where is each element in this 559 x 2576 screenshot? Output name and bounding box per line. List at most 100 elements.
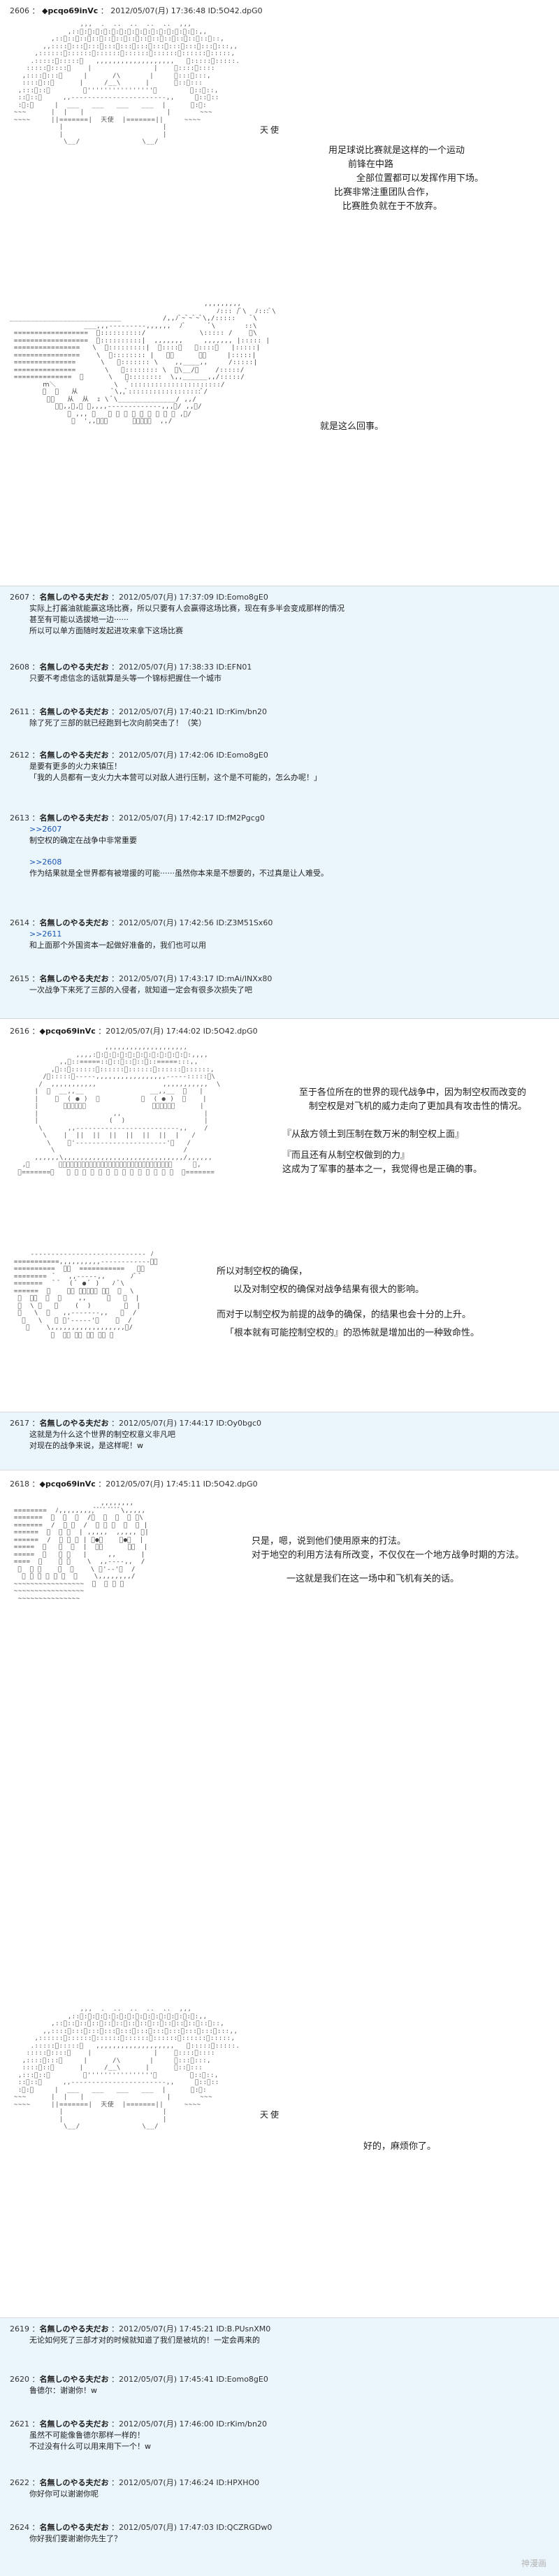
caption-line: 就是这么回事。: [320, 421, 384, 432]
ascii-art-character-4: ---------------------------- ﾉ =========…: [13, 1251, 159, 1339]
caption-line: 比赛胜负就在于不放弃。: [342, 201, 443, 212]
post-number: 2620: [10, 2375, 29, 2384]
poster-name: 名無しのやる夫だお: [39, 2478, 109, 2487]
post-id: ID:EFN01: [216, 663, 252, 672]
post-header: 2619 ：名無しのやる夫だお ：2012/05/07(月) 17:45:21 …: [10, 2324, 271, 2333]
post-line: 只要不考虑信念的话就算是头等一个锦标把握住一个城市: [29, 673, 222, 683]
caption-4c: 这成为了军事的基本之一，我觉得也是正确的事。: [282, 1164, 483, 1175]
post-date: 2012/05/07(月) 17:45:11: [106, 1479, 201, 1489]
post-header: 2624 ：名無しのやる夫だお ：2012/05/07(月) 17:47:03 …: [10, 2523, 273, 2532]
post-date: 2012/05/07(月) 17:44:02: [106, 1027, 201, 1036]
poster-name: 名無しのやる夫だお: [39, 663, 109, 672]
poster-name: 名無しのやる夫だお: [39, 593, 109, 602]
post-number: 2616: [10, 1027, 29, 1036]
caption-line: 而对于以制空权为前提的战争的确保，的结果也会十分的上升。: [217, 1310, 472, 1320]
post-body: 是要有更多的火力来镇压！「我的人员都有一支火力大本营可以对敌人进行压制，这个是不…: [10, 761, 552, 783]
post-body: 这就是为什么这个世界的制空权意义非凡吧对现在的战争来说，是这样呢！w: [10, 1429, 552, 1452]
post-number: 2622: [10, 2478, 29, 2487]
post-line: 「我的人员都有一支火力大本营可以对敌人进行压制，这个是不可能的，怎么办呢！」: [29, 772, 321, 782]
post-date: 2012/05/07(月) 17:36:48: [110, 6, 206, 15]
post-header: 2616 ：◆pcqo69inVc ：2012/05/07(月) 17:44:0…: [10, 1027, 258, 1036]
post-header: 2618 ：◆pcqo69inVc ：2012/05/07(月) 17:45:1…: [10, 1479, 258, 1489]
post-date: 2012/05/07(月) 17:46:00: [119, 2419, 214, 2429]
post-header: 2617 ：名無しのやる夫だお ：2012/05/07(月) 17:44:17 …: [10, 1419, 261, 1428]
post-date: 2012/05/07(月) 17:44:17: [119, 1419, 214, 1428]
reply-link[interactable]: >>2611: [29, 929, 62, 939]
post-2621: 2621 ：名無しのやる夫だお ：2012/05/07(月) 17:46:00 …: [0, 2413, 559, 2472]
post-2616: 2616 ：◆pcqo69inVc ：2012/05/07(月) 17:44:0…: [0, 1020, 559, 1048]
post-header: 2611 ：名無しのやる夫だお ：2012/05/07(月) 17:40:21 …: [10, 707, 267, 716]
caption-4a: 『从敌方领土到压制在数万米的制空权上面』: [282, 1129, 465, 1140]
caption-line: 前锋在中路: [348, 159, 394, 170]
poster-name: ◆pcqo69inVc: [39, 1479, 96, 1489]
post-line: 所以可以单方面随时发起进攻来拿下这场比赛: [29, 625, 183, 635]
post-date: 2012/05/07(月) 17:46:24: [119, 2478, 214, 2487]
post-date: 2012/05/07(月) 17:37:09: [119, 593, 214, 602]
caption-block-2: 就是这么回事。: [320, 420, 384, 434]
post-body: 你好你可以谢谢你呢: [10, 2489, 552, 2500]
post-header: 2612 ：名無しのやる夫だお ：2012/05/07(月) 17:42:06 …: [10, 751, 268, 760]
post-number: 2621: [10, 2419, 29, 2429]
post-body: 只要不考虑信念的话就算是头等一个锦标把握住一个城市: [10, 673, 552, 684]
post-line: 虽然不可能像鲁德尔那样一样的！: [29, 2430, 145, 2440]
post-line: 对现在的战争来说，是这样呢！w: [29, 1440, 143, 1450]
post-number: 2613: [10, 813, 29, 823]
post-line: 一次战争下来死了三部的入侵者，就知道一定会有很多次损失了吧: [29, 985, 252, 994]
post-id: ID:rKim/bn20: [216, 2419, 267, 2429]
post-number: 2608: [10, 663, 29, 672]
post-id: ID:mAi/INXx80: [216, 974, 273, 983]
caption-line: 比赛非常注重团队合作，: [334, 187, 435, 198]
post-id: ID:5O42.dpG0: [203, 1027, 258, 1036]
post-body: 鲁德尔：谢谢你！w: [10, 2385, 552, 2396]
post-body: 除了死了三部的就已经跑到七次向前突击了！（笑）: [10, 718, 552, 729]
post-body: 实际上打酱油就能赢这场比赛，所以只要有人会赢得这场比赛，现在有多半会变成那样的情…: [10, 603, 552, 637]
post-2614: 2614 ：名無しのやる夫だお ：2012/05/07(月) 17:42:56 …: [0, 912, 559, 968]
post-date: 2012/05/07(月) 17:45:21: [119, 2324, 214, 2333]
post-id: ID:rKim/bn20: [216, 707, 267, 716]
post-line: 你好我们要谢谢你先生了？: [29, 2533, 122, 2543]
poster-name: 名無しのやる夫だお: [39, 707, 109, 716]
caption-4b: 『而且还有从制空权做到的力』: [282, 1150, 410, 1161]
post-line: 甚至有可能以选拔地一边······: [29, 614, 129, 624]
site-watermark: 神漫画: [521, 2559, 546, 2568]
post-line: 这就是为什么这个世界的制空权意义非凡吧: [29, 1429, 175, 1439]
post-2624: 2624 ：名無しのやる夫だお ：2012/05/07(月) 17:47:03 …: [0, 2517, 559, 2576]
reply-link[interactable]: >>2608: [29, 857, 62, 867]
post-id: ID:5O42.dpG0: [203, 1479, 258, 1489]
caption-line: 对于地空的利用方法有所改变，不仅仅在一个地方战争时期的方法。: [252, 1550, 525, 1561]
post-date: 2012/05/07(月) 17:42:17: [119, 813, 214, 823]
post-line: 不过没有什么可以用来用下一个！w: [29, 2441, 151, 2451]
poster-name: 名無しのやる夫だお: [39, 918, 109, 927]
post-id: ID:fM2Pgcg0: [216, 813, 265, 823]
poster-name: 名無しのやる夫だお: [39, 1419, 109, 1428]
post-line: 和上面那个外国资本一起做好准备的，我们也可以用: [29, 940, 206, 950]
post-date: 2012/05/07(月) 17:38:33: [119, 663, 214, 672]
post-header: 2608 ：名無しのやる夫だお ：2012/05/07(月) 17:38:33 …: [10, 663, 252, 672]
post-number: 2619: [10, 2324, 29, 2333]
caption-block-3: 至于各位所在的世界的现代战争中，因为制空权而改变的制空权是对飞机的威力走向了更加…: [299, 1086, 527, 1114]
post-line: 是要有更多的火力来镇压！: [29, 761, 122, 771]
caption-line: 用足球说比赛就是这样的一个运动: [328, 145, 465, 156]
reply-link[interactable]: >>2607: [29, 824, 62, 834]
post-id: ID:HPXHO0: [216, 2478, 260, 2487]
poster-name: 名無しのやる夫だお: [39, 813, 109, 823]
caption-line: 一这就是我们在这一场中和飞机有关的话。: [286, 1574, 460, 1584]
post-body: 一次战争下来死了三部的入侵者，就知道一定会有很多次损失了吧: [10, 985, 552, 996]
poster-name: 名無しのやる夫だお: [39, 751, 109, 760]
post-2608: 2608 ：名無しのやる夫だお ：2012/05/07(月) 17:38:33 …: [0, 656, 559, 701]
post-line: 无论如何死了三部才对的时候就知道了我们是被坑的！一定会再来的: [29, 2335, 260, 2345]
post-id: ID:Z3M51Sx60: [216, 918, 273, 927]
post-body: 无论如何死了三部才对的时候就知道了我们是被坑的！一定会再来的: [10, 2335, 552, 2346]
post-header: 2614 ：名無しのやる夫だお ：2012/05/07(月) 17:42:56 …: [10, 918, 273, 927]
post-header: 2621 ：名無しのやる夫だお ：2012/05/07(月) 17:46:00 …: [10, 2419, 267, 2429]
poster-name: ◆pcqo69inVc: [39, 1027, 96, 1036]
post-id: ID:Eomo8gE0: [216, 593, 268, 602]
banner-label-2: 天使: [260, 2110, 282, 2120]
caption-line: 只是，嗯，说到他们使用原来的打法。: [252, 1536, 407, 1547]
ascii-art-character-6: ,,, . .. .. .. .. ,,, ,::ﾞ:ﾞ:ﾞ:ﾞ:ﾞ:ﾞ:ﾞ:ﾞ…: [13, 2006, 240, 2130]
caption-block-1: 用足球说比赛就是这样的一个运动前锋在中路全部位置都可以发挥作用下场。比赛非常注重…: [328, 144, 484, 214]
ascii-art-character-2: ,,,,,,,,, ﾉ::: /ﾞ\ ﾉ:::ﾞ\ ______________…: [10, 301, 277, 425]
post-line: 除了死了三部的就已经跑到七次向前突击了！（笑）: [29, 718, 206, 728]
